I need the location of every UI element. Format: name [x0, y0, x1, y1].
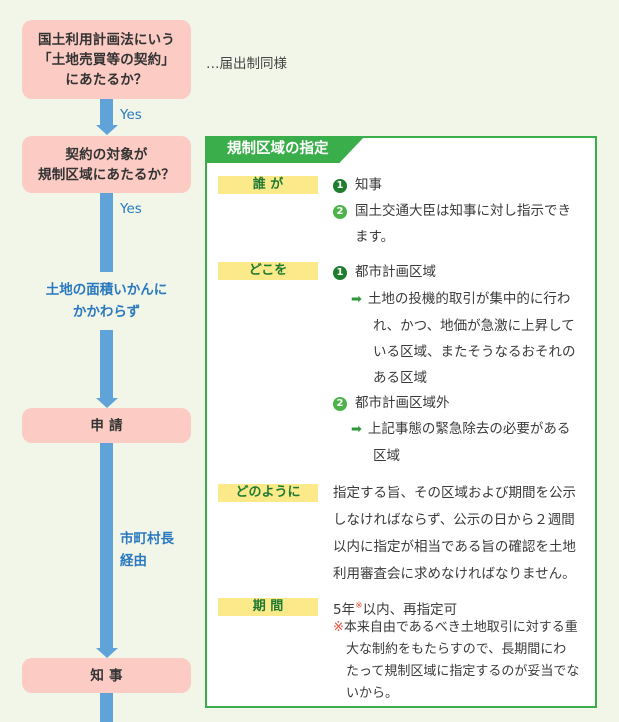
flow-arrow-head	[96, 398, 118, 408]
where-item-2-detail: ➡ 上記事態の緊急除去の必要がある 区域	[351, 416, 570, 469]
label-where: どこを	[218, 262, 318, 280]
flow-arrow-shaft	[100, 443, 113, 648]
period-years: 5年	[333, 602, 356, 618]
who-item-1: 1 知事	[333, 172, 382, 198]
question-line: 「土地売買等の契約」	[38, 51, 175, 68]
question-line: にあたるか？	[65, 71, 148, 88]
question-line: 国土利用計画法にいう	[38, 31, 175, 48]
area-condition-label: 土地の面積いかんに かかわらず	[22, 279, 191, 323]
arrow-right-icon: ➡	[351, 292, 362, 307]
how-line: 以内に指定が相当である旨の確認を土地	[333, 539, 576, 555]
where-item-1-detail: ➡ 土地の投機的取引が集中的に行わ れ、かつ、地価が急激に上昇して いる区域、また…	[351, 286, 576, 391]
detail-line: いる区域、またそうなるおそれの	[373, 344, 576, 360]
detail-line: 土地の投機的取引が集中的に行わ	[367, 291, 571, 307]
circled-2-icon: 2	[333, 205, 347, 219]
question-box-regulated-area: 契約の対象が 規制区域にあたるか？	[22, 136, 191, 193]
how-line: 利用審査会に求めなければなりません。	[333, 566, 576, 582]
flow-arrow-shaft	[100, 193, 113, 272]
how-line: 指定する旨、その区域および期間を公示	[333, 485, 576, 501]
detail-line: 上記事態の緊急除去の必要がある	[367, 421, 571, 437]
question-line: 契約の対象が	[65, 146, 148, 163]
where-item-2: 2 都市計画区域外	[333, 390, 450, 416]
detail-line: 区域	[373, 448, 400, 464]
label-how: どのように	[218, 484, 318, 502]
where-item-1: 1 都市計画区域	[333, 259, 436, 285]
via-line: 市町村長	[120, 531, 174, 547]
circled-1-icon: 1	[333, 266, 347, 280]
governor-label: 知 事	[90, 667, 123, 684]
circled-1-icon: 1	[333, 179, 347, 193]
footnote-line: 大な制約をもたらすので、長期間にわ	[346, 642, 567, 657]
via-mayor-label: 市町村長 経由	[120, 528, 174, 572]
label-who: 誰 が	[218, 176, 318, 194]
circled-2-icon: 2	[333, 397, 347, 411]
panel-title: 規制区域の指定	[205, 136, 365, 163]
flow-arrow-shaft	[100, 693, 113, 722]
condition-line: かかわらず	[72, 304, 141, 320]
where-text: 都市計画区域外	[355, 395, 450, 411]
arrow-right-icon: ➡	[351, 422, 362, 437]
notification-note: …届出制同様	[206, 56, 287, 72]
flow-arrow-head	[96, 125, 118, 135]
detail-line: れ、かつ、地価が急激に上昇して	[373, 318, 575, 334]
footnote-line: いから。	[346, 686, 399, 701]
detail-line: ある区域	[373, 370, 427, 386]
governor-box: 知 事	[22, 658, 191, 693]
flow-arrow-head	[96, 648, 118, 658]
period-main: 5年※以内、再指定可	[333, 595, 457, 621]
footnote-mark: ※	[333, 620, 344, 635]
yes-label: Yes	[120, 107, 142, 123]
flow-arrow-shaft	[100, 99, 113, 125]
who-text: 知事	[355, 177, 382, 193]
period-footnote: ※本来自由であるべき土地取引に対する重 大な制約をもたらすので、長期間にわ たっ…	[333, 617, 595, 705]
footnote-line: 本来自由であるべき土地取引に対する重	[343, 620, 578, 635]
how-text: 指定する旨、その区域および期間を公示 しなければならず、公示の日から２週間 以内…	[333, 480, 576, 588]
flow-arrow-shaft	[100, 330, 113, 398]
condition-line: 土地の面積いかんに	[45, 282, 168, 298]
application-box: 申 請	[22, 408, 191, 443]
who-text-cont: ます。	[355, 229, 395, 245]
who-item-2: 2 国土交通大臣は知事に対し指示でき ます。	[333, 198, 593, 250]
period-rest: 以内、再指定可	[362, 602, 458, 618]
question-box-contract: 国土利用計画法にいう 「土地売買等の契約」 にあたるか？	[22, 20, 191, 99]
who-text: 国土交通大臣は知事に対し指示でき	[355, 203, 571, 219]
question-line: 規制区域にあたるか？	[38, 166, 175, 183]
via-line: 経由	[120, 553, 147, 569]
how-line: しなければならず、公示の日から２週間	[333, 512, 575, 528]
application-label: 申 請	[90, 417, 123, 434]
yes-label: Yes	[120, 201, 142, 217]
footnote-line: たって規制区域に指定するのが妥当でな	[346, 664, 580, 679]
label-period: 期 間	[218, 598, 318, 616]
footnote-mark: ※	[355, 601, 363, 611]
where-text: 都市計画区域	[355, 264, 436, 280]
